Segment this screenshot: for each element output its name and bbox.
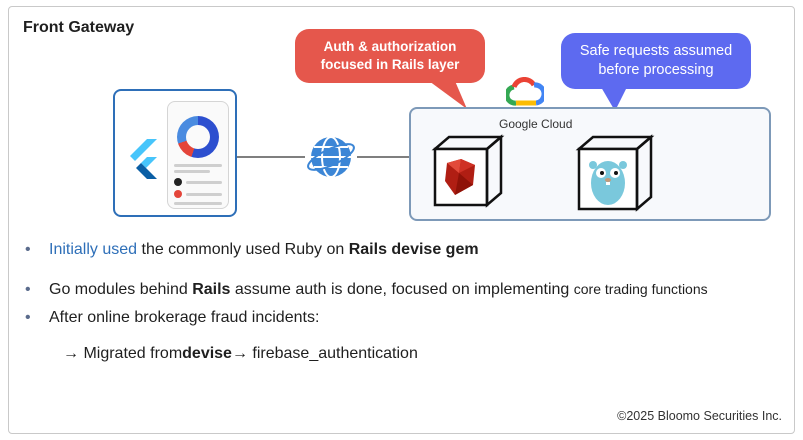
architecture-diagram: Auth & authorization focused in Rails la…	[9, 7, 794, 242]
google-cloud-label: Google Cloud	[499, 117, 573, 131]
auth-callout-line-2: focused in Rails layer	[320, 57, 460, 72]
slide: Front Gateway Auth & authorization focus…	[8, 6, 795, 434]
bullet-item-3: • After online brokerage fraud incidents…	[25, 309, 320, 326]
safe-callout-line-2: before processing	[598, 62, 714, 78]
bullet-item-1: • Initially used the commonly used Ruby …	[25, 241, 479, 258]
internet-globe-icon	[307, 136, 355, 178]
mobile-client-box	[113, 89, 237, 217]
bullet-dot: •	[25, 309, 31, 326]
bullet-dot: •	[25, 281, 31, 298]
google-cloud-logo-icon	[506, 77, 544, 106]
safe-requests-callout: Safe requests assumed before processing	[561, 33, 751, 89]
bullet-dot: •	[25, 241, 31, 258]
rails-ruby-icon	[431, 134, 505, 208]
flutter-logo-icon	[130, 139, 157, 179]
phone-screenshot	[167, 101, 229, 209]
safe-callout-line-1: Safe requests assumed	[579, 43, 733, 60]
bubble-red-tail	[429, 81, 467, 109]
slide-title: Front Gateway	[23, 19, 135, 36]
auth-callout: Auth & authorization focused in Rails la…	[295, 29, 485, 83]
migration-line: → Migrated from devise → firebase_authen…	[63, 345, 418, 362]
bullet-item-2: • Go modules behind Rails assume auth is…	[25, 281, 708, 298]
go-gopher-icon	[575, 134, 655, 212]
copyright-footer: ©2025 Bloomo Securities Inc.	[617, 409, 782, 423]
portfolio-donut-icon	[177, 116, 219, 158]
auth-callout-line-1: Auth & authorization	[323, 39, 457, 55]
